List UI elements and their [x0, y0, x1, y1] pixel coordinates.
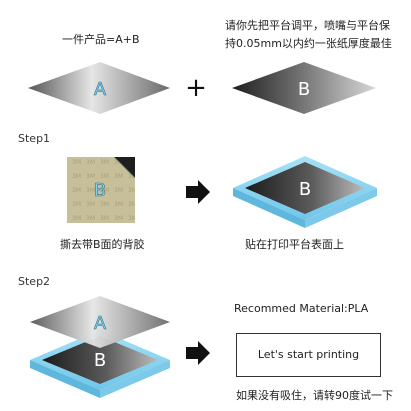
sheet-a-label: A [94, 79, 107, 100]
stacked-b-label: B [94, 350, 106, 371]
sheet-b-diamond [232, 62, 376, 114]
step2-title: Step2 [18, 275, 51, 288]
rotate-hint-caption: 如果没有吸住，请转90度试一下 [236, 389, 393, 402]
step1-title: Step1 [18, 132, 51, 145]
leveling-instruction-line2: 持0.05mm以内约一张纸厚度最佳 [225, 37, 392, 50]
start-printing-text: Let's start printing [257, 348, 360, 361]
arrow-right-icon [186, 180, 210, 204]
arrow-right-icon-2 [186, 341, 210, 365]
platform-with-sheet [233, 156, 377, 228]
start-printing-box: Let's start printing [236, 333, 381, 377]
sheet-b-label: B [298, 79, 310, 100]
platform-b-label: B [299, 179, 311, 200]
sticker-with-backing [67, 156, 136, 223]
plus-sign: + [185, 73, 207, 103]
leveling-instruction-line1: 请你先把平台调平，喷嘴与平台保 [225, 19, 390, 32]
stick-on-platform-caption: 贴在打印平台表面上 [245, 238, 344, 251]
floating-sheet-a [30, 296, 170, 348]
recommended-material: Recommed Material:PLA [234, 302, 369, 315]
peel-backing-caption: 撕去带B面的背胶 [60, 238, 145, 251]
stacked-platform [30, 330, 170, 398]
sheet-a-diamond [28, 62, 170, 114]
product-formula-caption: 一件产品=A+B [62, 33, 140, 46]
sticker-b-label: B [94, 180, 106, 201]
floating-a-label: A [94, 313, 107, 334]
